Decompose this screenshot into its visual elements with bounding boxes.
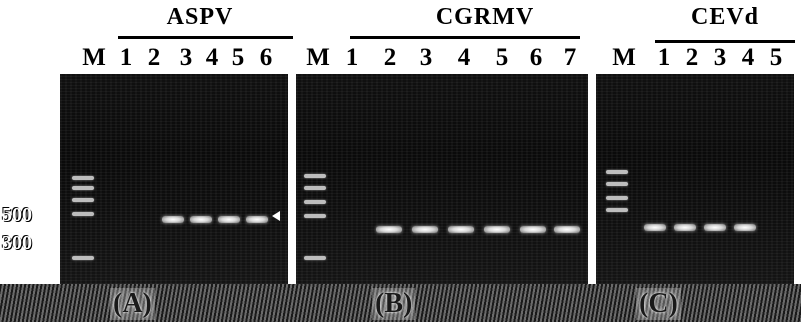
panel-a-title: ASPV: [166, 4, 234, 30]
panel-c-title: CEVd: [690, 4, 760, 30]
panel-b-lane-label: M: [306, 44, 330, 71]
amplicon-band: [412, 226, 438, 233]
panel-c-title-rule: [655, 40, 795, 43]
panel-a-lane-label: 4: [205, 44, 219, 71]
ladder-band: [72, 198, 94, 202]
size-marker-300-tick: [44, 244, 58, 246]
amplicon-band: [376, 226, 402, 233]
amplicon-band: [704, 224, 726, 231]
ladder-band: [304, 174, 326, 178]
size-marker-300: 300: [2, 232, 32, 254]
bottom-strip: [0, 284, 801, 322]
amplicon-band: [674, 224, 696, 231]
panel-b-lane-label: 6: [529, 44, 543, 71]
ladder-band: [304, 256, 326, 260]
panel-b-title: CGRMV: [435, 4, 535, 30]
ladder-band: [72, 186, 94, 190]
amplicon-band: [448, 226, 474, 233]
size-marker-500-tick: [44, 216, 58, 218]
panel-a-label: (A): [110, 288, 155, 320]
panel-c-lane-label: M: [612, 44, 636, 71]
ladder-band: [304, 186, 326, 190]
amplicon-band: [190, 216, 212, 223]
ladder-band: [606, 208, 628, 212]
panel-c-lane-label: 4: [741, 44, 755, 71]
amplicon-band: [162, 216, 184, 223]
panel-a-lane-label: 5: [231, 44, 245, 71]
gel-panel-c: [596, 74, 794, 284]
panel-b-lane-label: 7: [563, 44, 577, 71]
amplicon-band: [246, 216, 268, 223]
amplicon-band: [644, 224, 666, 231]
ladder-band: [304, 214, 326, 218]
panel-b-lane-label: 4: [457, 44, 471, 71]
gel-panel-a: [60, 74, 288, 284]
ladder-band: [606, 196, 628, 200]
panel-b-lane-label: 3: [419, 44, 433, 71]
panel-a-lane-label: 2: [147, 44, 161, 71]
panel-c-lane-label: 2: [685, 44, 699, 71]
panel-b-lane-label: 1: [345, 44, 359, 71]
panel-b-lane-label: 2: [383, 44, 397, 71]
ladder-band: [606, 182, 628, 186]
panel-a-lane-label: 6: [259, 44, 273, 71]
panel-c-lane-label: 5: [769, 44, 783, 71]
amplicon-band: [484, 226, 510, 233]
amplicon-band: [520, 226, 546, 233]
panel-c-label: (C): [636, 288, 681, 320]
amplicon-band: [218, 216, 240, 223]
band-arrowhead-a: [272, 211, 280, 221]
ladder-band: [72, 256, 94, 260]
panel-b-label: (B): [372, 288, 416, 320]
panel-c-lane-label: 3: [713, 44, 727, 71]
ladder-band: [304, 200, 326, 204]
panel-b-title-rule: [350, 36, 580, 39]
size-marker-500: 500: [2, 204, 32, 226]
ladder-band: [606, 170, 628, 174]
amplicon-band: [734, 224, 756, 231]
panel-a-lane-label: M: [82, 44, 106, 71]
panel-c-lane-label: 1: [657, 44, 671, 71]
panel-a-lane-label: 1: [119, 44, 133, 71]
gel-panel-b: [296, 74, 588, 284]
panel-a-title-rule: [118, 36, 293, 39]
amplicon-band: [554, 226, 580, 233]
ladder-band: [72, 176, 94, 180]
ladder-band: [72, 212, 94, 216]
panel-a-lane-label: 3: [179, 44, 193, 71]
panel-b-lane-label: 5: [495, 44, 509, 71]
